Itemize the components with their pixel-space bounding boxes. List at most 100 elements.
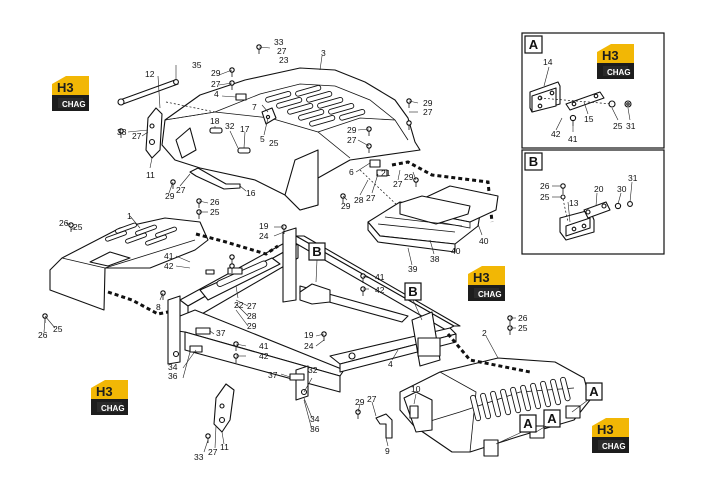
svg-text:B: B [408,284,417,299]
callout-label: 25 [73,222,83,232]
hood-vent-slots [265,84,366,127]
callout-label: 42 [375,285,385,295]
callout-label: 32 [225,121,235,131]
hook-part [375,413,393,439]
callout-label: 41 [259,341,269,351]
callout-label: 29 [211,68,221,78]
callout-label: 29 [247,321,257,331]
callout-label: 27 [347,135,357,145]
callout-label: 34 [168,362,178,372]
callout-label: 4 [388,359,393,369]
support-rod [117,79,179,106]
callout-label: 41 [568,134,578,144]
latch-upper-left [145,107,163,159]
callout-label: 35 [192,60,202,70]
callout-label: 37 [216,328,226,338]
callout-label: 19 [304,330,314,340]
callout-label: 1 [127,211,132,221]
svg-text:A: A [547,411,557,426]
detail-marker-a-lower: A [535,409,561,433]
callout-label: 26 [38,330,48,340]
callout-label: 28 [247,311,257,321]
callout-label: 22 [234,300,244,310]
callout-label: 33 [194,452,204,462]
callout-label: 27 [366,193,376,203]
callout-label: 31 [626,121,636,131]
callout-label: 15 [584,114,594,124]
callout-label: 26 [518,313,528,323]
callout-label: 13 [569,198,579,208]
callout-label: 36 [168,371,178,381]
callout-label: 42 [164,261,174,271]
latch-lower-left [213,383,235,433]
callout-label: 8 [156,302,161,312]
callout-label: 3 [321,48,326,58]
callout-label: 27 [132,131,142,141]
svg-text:CHAG: CHAG [602,442,626,451]
brand-logo-center: H3 CHAG [468,266,505,301]
callout-label: 16 [246,188,256,198]
brand-logo-top-right: H3 CHAG [597,44,634,79]
callout-label: 6 [349,167,354,177]
callout-label: 29 [347,125,357,135]
callout-label: 41 [375,272,385,282]
callout-label: 4 [214,89,219,99]
callout-label: 25 [53,324,63,334]
callout-label: 27 [393,179,403,189]
callout-label: 27 [277,46,287,56]
callout-label: 5 [260,134,265,144]
detail-marker-b-upper: B [308,242,326,283]
main-support-frame [167,227,461,401]
svg-text:H3: H3 [602,48,619,63]
callout-label: 41 [164,251,174,261]
svg-text:CHAG: CHAG [62,100,86,109]
callout-label: 29 [423,98,433,108]
callout-label: 23 [279,55,289,65]
detail-view-a: A [521,32,665,149]
svg-text:H3: H3 [96,384,113,399]
svg-text:H3: H3 [57,80,74,95]
callout-label: 18 [210,116,220,126]
callout-label: 27 [247,301,257,311]
callout-label: 29 [165,191,175,201]
callout-label: 25 [269,138,279,148]
brand-logo-left: H3 CHAG [52,76,89,111]
callout-label: 25 [613,121,623,131]
callout-label: 21 [381,168,391,178]
svg-text:A: A [589,384,599,399]
callout-label: 37 [268,370,278,380]
callout-label: 34 [310,414,320,424]
callout-label: 10 [411,384,421,394]
svg-text:B: B [529,154,538,169]
svg-text:CHAG: CHAG [101,404,125,413]
right-cover-vent-slots [470,376,571,422]
svg-text:CHAG: CHAG [607,68,631,77]
side-panel-set [367,185,499,253]
callout-label: 38 [430,254,440,264]
left-side-cover [49,217,209,311]
callout-label: 31 [628,173,638,183]
callout-label: 33 [117,127,127,137]
callout-label: 28 [354,195,364,205]
top-hood-cover [161,67,421,211]
detail-marker-a-right: A [571,382,603,413]
callout-label: 25 [518,323,528,333]
callout-label: 40 [479,236,489,246]
callout-label: 30 [617,184,627,194]
callout-label: 33 [274,37,284,47]
callout-label: 26 [59,218,69,228]
left-cover-vent-slots [105,222,177,246]
callout-label: 24 [304,341,314,351]
callout-label: 29 [341,201,351,211]
callout-label: 26 [540,181,550,191]
callout-label: 42 [259,351,269,361]
callout-numbers: 12 35 29 27 33 27 23 3 7 4 18 32 33 27 1… [38,37,638,462]
callout-label: 27 [176,185,186,195]
callout-label: 36 [310,424,320,434]
callout-label: 25 [540,192,550,202]
svg-text:B: B [312,244,321,259]
callout-label: 25 [210,207,220,217]
brand-logo-bottom-left: H3 CHAG [91,380,128,415]
detail-marker-b-lower: B [404,282,423,321]
callout-label: 32 [308,365,318,375]
